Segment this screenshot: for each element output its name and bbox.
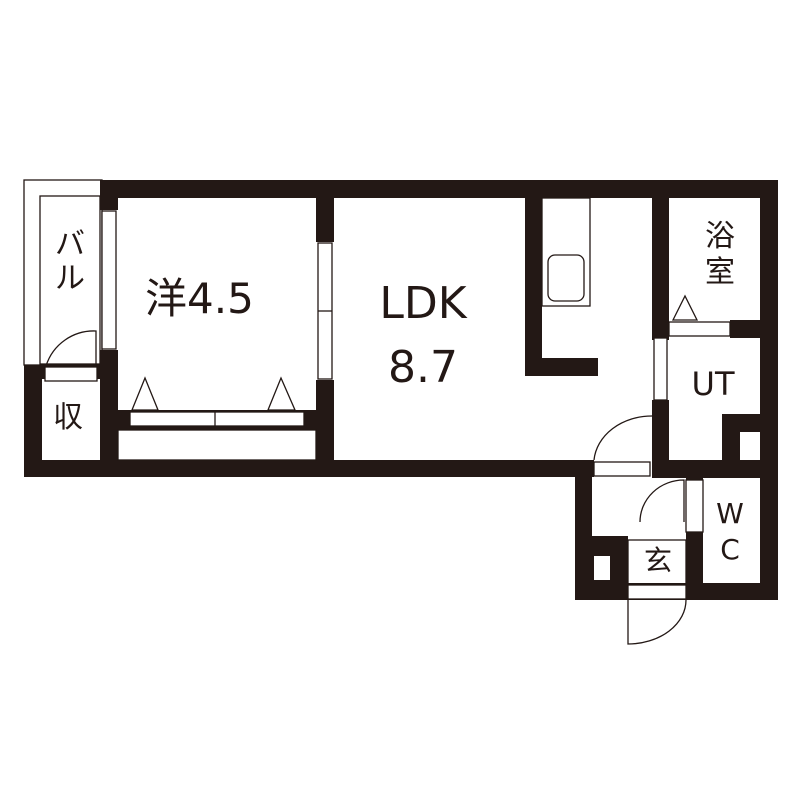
kitchen-wall-horizontal — [525, 358, 598, 376]
wall-divider-bottom — [316, 380, 334, 477]
entrance-door-swing[interactable] — [627, 599, 687, 645]
kitchen-wall-vertical — [525, 196, 542, 376]
ut-pipe-space — [740, 432, 760, 460]
wall-bottom — [24, 460, 594, 477]
wall-top — [100, 180, 778, 198]
wall-west-left-bottom — [100, 350, 118, 477]
storage-label: 収 — [53, 400, 83, 435]
ut-window — [653, 337, 668, 401]
wc-door-swing — [639, 479, 685, 523]
entrance-label: 玄 — [643, 544, 672, 577]
ldk-label: LDK 8.7 — [379, 278, 467, 393]
utility-label: UT — [691, 365, 735, 403]
wall-bath-bottom — [730, 320, 778, 338]
bathroom-label: 浴 室 — [705, 219, 735, 290]
entrance-door-sill — [627, 584, 687, 600]
wall-ut-left-lower — [652, 400, 669, 477]
toilet-label: W C — [716, 497, 744, 566]
wall-left-storage — [24, 365, 42, 477]
bath-door[interactable] — [668, 321, 731, 337]
western-room-label: 洋4.5 — [145, 274, 254, 323]
wall-entrance-left — [575, 460, 592, 600]
balcony-door-sill — [44, 366, 98, 382]
closet-arrow-left — [131, 376, 159, 411]
closet-doors[interactable] — [129, 411, 305, 427]
wall-west-left-top — [100, 180, 118, 210]
ldk-door-swing[interactable] — [593, 415, 653, 461]
wall-bath-left — [652, 180, 669, 340]
balcony-label: バ ル — [55, 227, 85, 296]
kitchen-counter — [541, 197, 591, 307]
bath-door-arrow — [671, 294, 699, 321]
closet — [117, 429, 317, 461]
kitchen-sink[interactable] — [547, 254, 585, 302]
wall-ut-bottom — [652, 460, 778, 478]
wall-divider-top — [316, 180, 334, 242]
entrance-step — [627, 539, 687, 585]
wc-door[interactable] — [685, 479, 704, 533]
balcony-door-swing[interactable] — [45, 330, 97, 367]
entrance-pipe-space — [594, 556, 610, 580]
wall-right — [760, 180, 778, 600]
balcony-inner-rail — [39, 195, 101, 365]
balcony-window[interactable] — [101, 210, 117, 350]
closet-arrow-right — [267, 376, 296, 411]
ldk-door-sill — [593, 461, 651, 477]
